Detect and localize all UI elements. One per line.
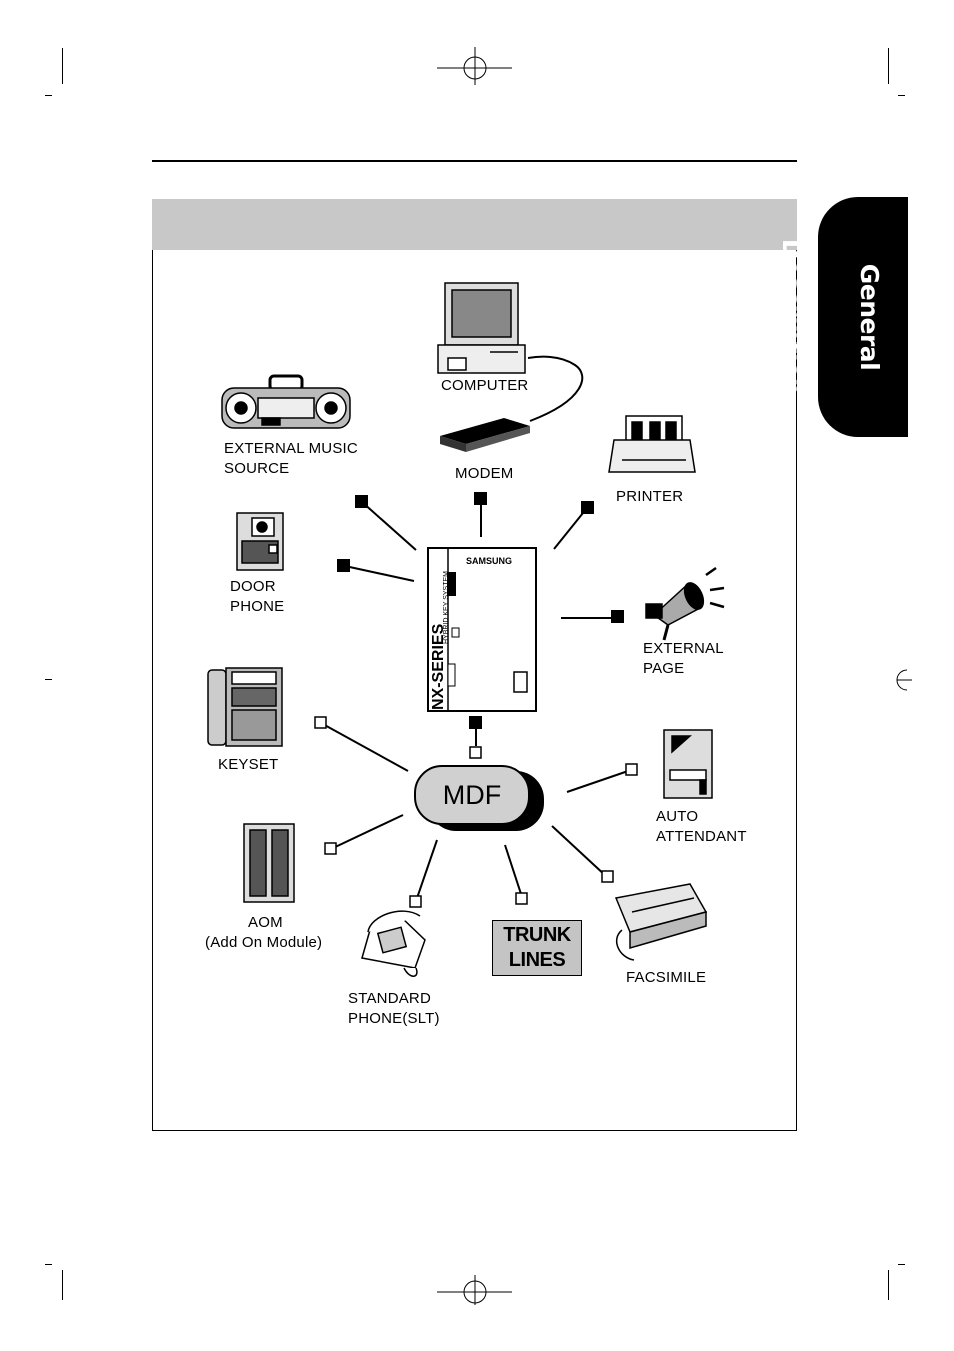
mdf-node: MDF xyxy=(414,765,530,825)
mdf-markers xyxy=(314,716,638,908)
connector-lines xyxy=(320,355,632,902)
crop-mark xyxy=(898,95,905,96)
computer-icon xyxy=(437,282,526,374)
auto-attendant-icon xyxy=(663,729,713,799)
top-rule xyxy=(152,160,797,162)
crop-mark xyxy=(888,48,889,84)
auto-label-line2: ATTENDANT xyxy=(656,828,747,845)
slt-label-line2: PHONE(SLT) xyxy=(348,1010,440,1027)
mdf-label: MDF xyxy=(442,779,502,810)
door-label-line2: PHONE xyxy=(230,598,285,615)
crop-mark xyxy=(45,95,52,96)
crop-mark xyxy=(898,1264,905,1265)
trunk-lines-box: TRUNK LINES xyxy=(492,920,582,976)
page-label-line1: EXTERNAL xyxy=(643,640,724,657)
modem-label: MODEM xyxy=(455,465,514,482)
cabinet-subtitle: HYBRID KEY SYSTEM xyxy=(443,571,450,644)
door-label-line1: DOOR xyxy=(230,578,276,595)
keyset-label: KEYSET xyxy=(218,756,279,773)
diagram-frame xyxy=(152,250,797,1131)
cabinet-series-label: NX-SERIES xyxy=(430,623,447,710)
crop-mark xyxy=(45,679,52,680)
aom-icon xyxy=(243,823,295,903)
registration-target-bottom xyxy=(437,1275,512,1305)
auto-label-line1: AUTO xyxy=(656,808,699,825)
page-label-line2: PAGE xyxy=(643,660,685,677)
aom-label-line2: (Add On Module) xyxy=(205,934,323,951)
crop-mark xyxy=(62,1270,63,1300)
section-tab: General Description xyxy=(777,197,908,437)
door-phone-icon xyxy=(236,512,284,571)
crop-mark xyxy=(888,1270,889,1300)
printer-label: PRINTER xyxy=(616,488,684,505)
aom-label-line1: AOM xyxy=(248,914,283,931)
keyset-phone-icon xyxy=(207,667,283,747)
music-label-line1: EXTERNAL MUSIC xyxy=(224,440,358,457)
registration-target-top xyxy=(437,47,512,85)
music-label-line2: SOURCE xyxy=(224,460,290,477)
cabinet-icon xyxy=(427,547,537,712)
direct-markers xyxy=(337,492,624,729)
modem-icon xyxy=(440,418,530,452)
trunk-label-line2: LINES xyxy=(508,949,566,971)
registration-target-right xyxy=(896,669,912,691)
standard-phone-icon xyxy=(361,910,426,977)
trunk-label-line1: TRUNK xyxy=(503,924,571,946)
computer-label: COMPUTER xyxy=(441,377,529,394)
printer-icon xyxy=(608,415,696,473)
crop-mark xyxy=(45,1264,52,1265)
cabinet-brand: SAMSUNG xyxy=(466,556,512,566)
crop-mark xyxy=(62,48,63,84)
slt-label-line1: STANDARD xyxy=(348,990,431,1007)
header-band xyxy=(152,199,797,250)
boombox-icon xyxy=(221,374,351,429)
facsimile-label: FACSIMILE xyxy=(626,969,707,986)
fax-icon xyxy=(614,883,708,961)
megaphone-icon xyxy=(645,566,725,641)
